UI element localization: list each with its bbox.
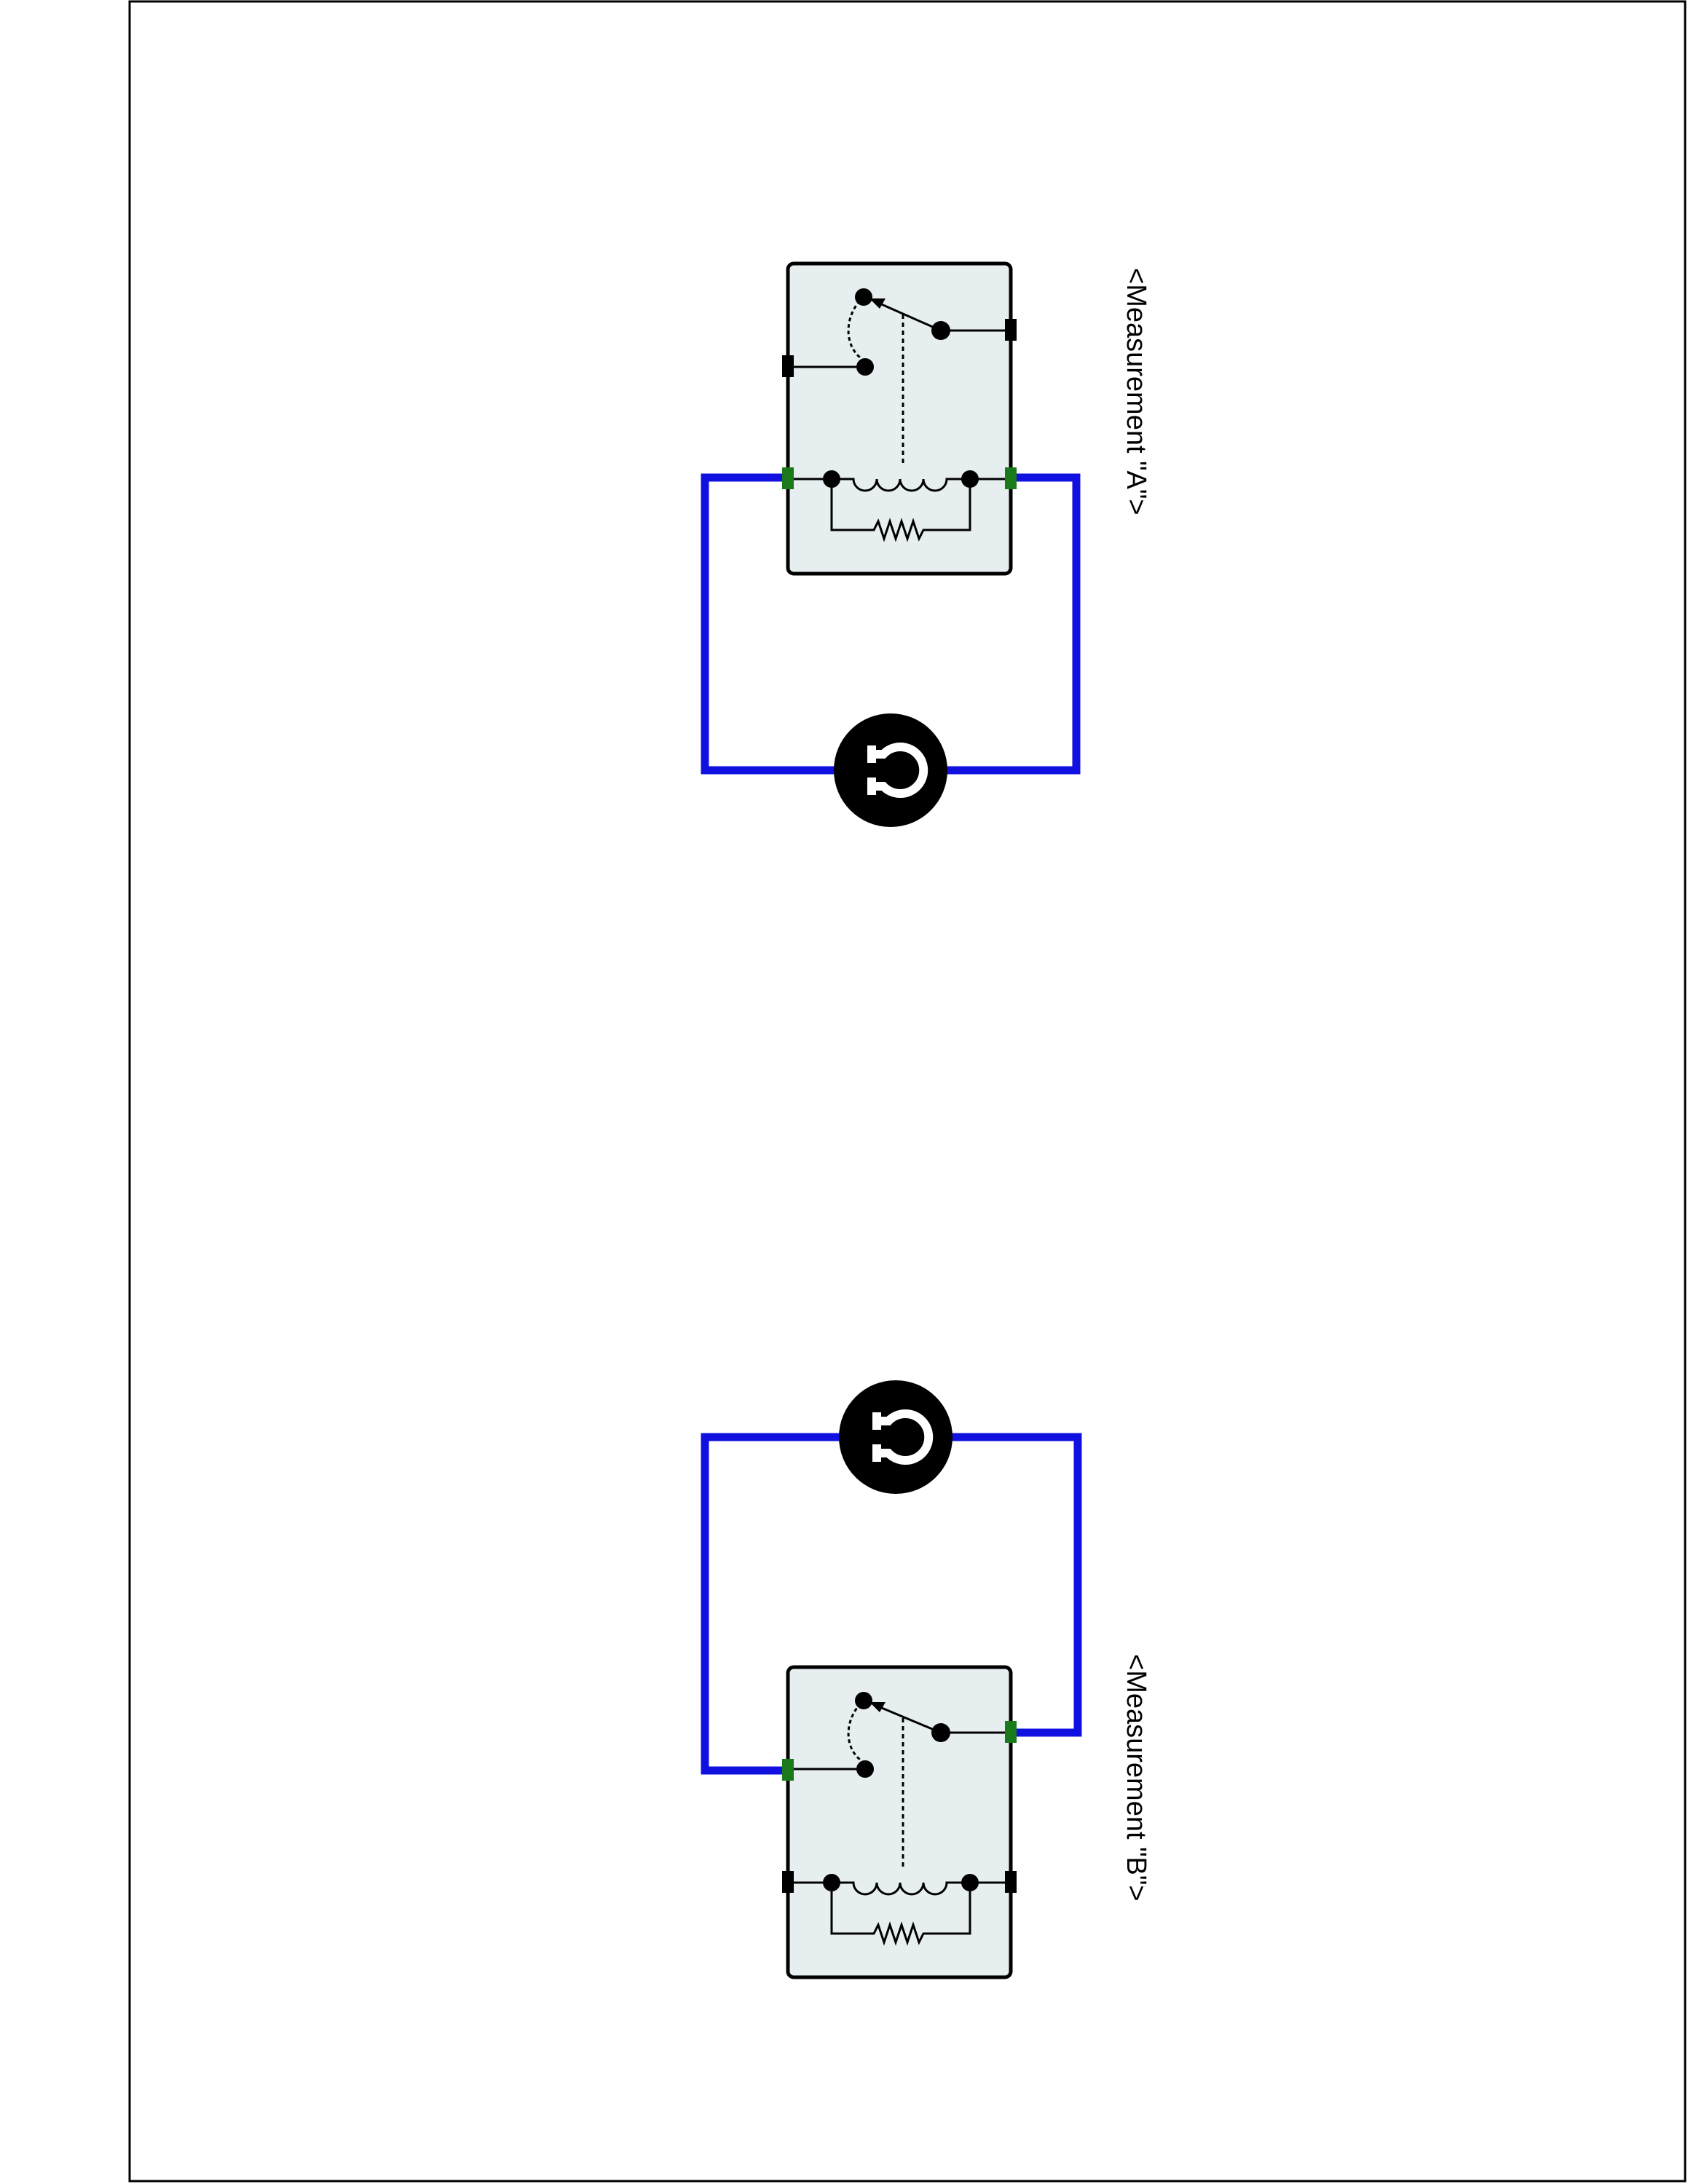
switch-arm	[877, 1705, 942, 1734]
measurement-a: <Measurement "A">	[701, 261, 1151, 827]
ohm-icon	[867, 743, 928, 798]
page-border	[128, 0, 1687, 2183]
measurement-b: <Measurement "B">	[701, 1380, 1151, 1979]
meter-body	[834, 713, 947, 827]
relay-a	[782, 261, 1017, 576]
measurement-a-label: <Measurement "A">	[1121, 268, 1151, 515]
coil-icon	[832, 478, 970, 492]
terminal-switch-common	[1005, 319, 1017, 341]
measurement-b-label: <Measurement "B">	[1121, 1654, 1151, 1902]
terminal-switch-common	[1005, 1721, 1017, 1743]
wire-b-left	[701, 1433, 842, 1775]
switch-contact-nc	[856, 1760, 874, 1778]
ohm-icon	[872, 1409, 934, 1465]
terminal-coil-2	[1005, 1871, 1017, 1893]
ohmmeter-b	[839, 1380, 953, 1494]
switch-travel-arc	[847, 301, 866, 363]
terminal-switch-nc	[782, 355, 794, 377]
wire-a-left	[701, 473, 837, 775]
resistor-icon	[830, 479, 971, 542]
wire-b-right	[950, 1433, 1082, 1737]
switch-arm	[877, 301, 942, 332]
coil-icon	[832, 1881, 970, 1896]
terminal-coil-1	[782, 1871, 794, 1893]
meter-body	[839, 1380, 953, 1494]
terminal-switch-nc	[782, 1759, 794, 1781]
terminal-coil-2	[1005, 467, 1017, 489]
relay-b	[782, 1665, 1017, 1979]
relay-body	[786, 261, 1013, 576]
switch-arrow-icon	[869, 298, 886, 309]
switch-arrow-icon	[869, 1702, 886, 1712]
switch-travel-arc	[847, 1704, 866, 1765]
wire-a-right	[945, 473, 1081, 775]
relay-body	[786, 1665, 1013, 1979]
resistor-icon	[830, 1883, 971, 1946]
switch-contact-no	[855, 1692, 872, 1709]
ohmmeter-a	[834, 713, 947, 827]
switch-contact-nc	[856, 358, 874, 376]
terminal-coil-1	[782, 467, 794, 489]
